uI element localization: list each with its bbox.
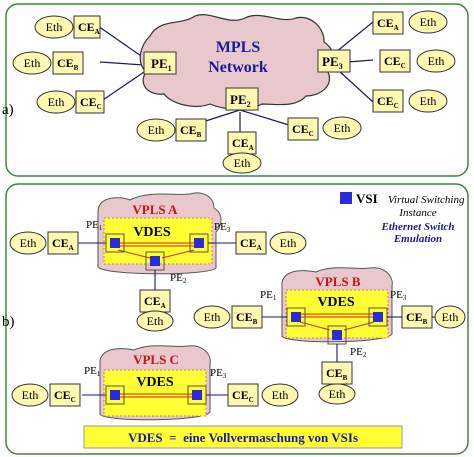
cloud-subtitle: Network [208, 59, 268, 76]
ce-c-right-1: CEC Eth [379, 49, 456, 73]
eth-label: Eth [329, 387, 346, 401]
ce-a-bottom: CEA Eth [222, 131, 262, 174]
vpls-c-pe3: PE3 [210, 367, 227, 380]
legend-line3: Ethernet Switch [380, 221, 454, 233]
eth-label: Eth [24, 56, 41, 70]
ce-label: CEA [144, 294, 166, 310]
vpls-b-pe1: PE1 [260, 289, 277, 302]
eth-label: Eth [442, 310, 459, 324]
footer-text: VDES = eine Vollvermaschung von VSIs [128, 430, 358, 445]
pe2-node: PE2 [225, 87, 259, 111]
vpls-b-pe3: PE3 [390, 289, 407, 302]
ce-label: CEB [57, 56, 79, 72]
vdes-c-label: VDES [136, 375, 174, 390]
ce-label: CEA [377, 16, 399, 32]
footer-box [83, 425, 403, 449]
ce-label: CEC [377, 94, 399, 110]
ce-c-bottom: CEC Eth [287, 116, 362, 141]
vpls-c-left-ce: Eth CEC [11, 383, 81, 407]
vpls-c-label: VPLS C [133, 352, 179, 367]
ce-label: CEC [80, 95, 102, 111]
panel-b-frame [5, 183, 469, 455]
ce-label: CEC [292, 122, 314, 138]
pe1-label: PE1 [151, 56, 172, 73]
pe3-node: PE3 [317, 49, 351, 73]
eth-label: Eth [148, 123, 165, 137]
vpls-a-group: VPLS A VDES [97, 192, 222, 275]
ce-label: CEB [326, 366, 348, 382]
eth-label: Eth [234, 156, 251, 170]
vpls-a-pe1: PE1 [86, 219, 103, 232]
panel-b-label: b) [2, 314, 15, 330]
vpls-a-label: VPLS A [132, 202, 178, 217]
ce-label: CEC [54, 388, 76, 404]
vpls-c-group: VPLS C VDES [99, 345, 211, 421]
vpls-a-pe2: PE2 [170, 272, 187, 285]
vpls-b-left-ce: Eth CEB [193, 305, 263, 329]
vpls-a-right-ce: CEA Eth [235, 231, 307, 255]
panel-a-frame [5, 3, 469, 177]
vpls-a-bottom-ce: CEA Eth [136, 289, 174, 332]
eth-label: Eth [420, 94, 437, 108]
eth-label: Eth [147, 314, 164, 328]
eth-label: Eth [420, 15, 437, 29]
legend-line2: Instance [398, 207, 436, 219]
mpls-network-cloud [139, 14, 335, 110]
eth-label: Eth [22, 388, 39, 402]
cloud-title: MPLS [216, 39, 261, 56]
ce-label: CEA [52, 236, 74, 252]
pe3-label: PE3 [322, 54, 343, 71]
eth-label: Eth [272, 388, 289, 402]
ce-c-left: Eth CEC [36, 90, 105, 114]
ce-label: CEA [78, 20, 100, 36]
eth-label: Eth [204, 310, 221, 324]
ce-label: CEB [180, 123, 202, 139]
eth-label: Eth [20, 236, 37, 250]
eth-label: Eth [280, 236, 297, 250]
ce-b-left: Eth CEB [12, 51, 84, 75]
vpls-c-right-ce: CEC Eth [227, 383, 299, 407]
ce-label: CEC [232, 388, 254, 404]
panel-a-links [97, 21, 374, 132]
vsi-legend-swatch [340, 192, 352, 204]
eth-label: Eth [428, 54, 445, 68]
ce-label: CEB [406, 310, 428, 326]
ce-label: CEA [232, 136, 254, 152]
eth-label: Eth [46, 20, 63, 34]
vdes-a-label: VDES [133, 225, 171, 240]
vpls-b-group: VPLS B VDES [281, 267, 393, 345]
vpls-b-pe2: PE2 [350, 346, 367, 359]
vpls-b-right-ce: CEB Eth [401, 305, 466, 329]
ce-c-right-2: CEC Eth [372, 89, 448, 113]
pe1-node: PE1 [143, 51, 177, 75]
vdes-b-label: VDES [317, 295, 355, 310]
pe2-label: PE2 [230, 92, 251, 109]
eth-label: Eth [334, 121, 351, 135]
vpls-b-bottom-ce: CEB Eth [318, 361, 356, 405]
vpls-a-left-ce: Eth CEA [9, 231, 79, 255]
ce-a-left: Eth CEA [34, 15, 101, 39]
legend-line4: Emulation [393, 233, 442, 245]
ce-b-bottom: Eth CEB [136, 118, 207, 142]
ce-label: CEA [240, 236, 262, 252]
legend-vsi: VSI [356, 191, 378, 206]
vpls-a-pe3: PE3 [214, 221, 231, 234]
ce-a-right: CEA Eth [372, 10, 448, 35]
panel-a-label: a) [2, 102, 14, 118]
eth-label: Eth [48, 95, 65, 109]
ce-label: CEC [384, 54, 406, 70]
legend-line1: Virtual Switching [388, 194, 465, 206]
vpls-b-label: VPLS B [315, 274, 360, 289]
vpls-c-pe1: PE1 [84, 365, 101, 378]
ce-label: CEB [236, 310, 258, 326]
